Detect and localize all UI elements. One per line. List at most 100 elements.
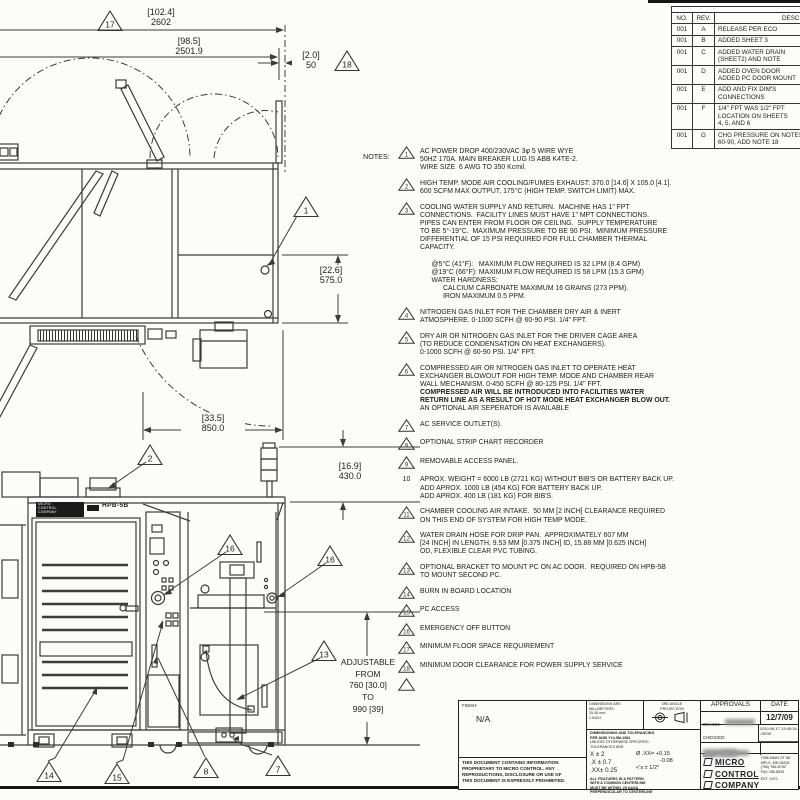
plan-arrowheads — [143, 27, 341, 433]
dim-bracket: [16.9] — [338, 461, 362, 471]
tolerance-footer: ALL FEATURES IN A PATTERN WITH A COMMON … — [590, 776, 653, 795]
dim-bracket: [33.5] — [201, 413, 225, 423]
note-triangle-icon: 15 — [398, 604, 415, 618]
front-arrowheads — [92, 439, 370, 745]
note-text: CHAMBER COOLING AIR INTAKE. 50 MM [2 INC… — [420, 508, 665, 524]
svg-text:7: 7 — [276, 765, 281, 775]
note-triangle-icon: 3 — [398, 201, 415, 215]
svg-text:9: 9 — [405, 463, 409, 469]
svg-text:15: 15 — [112, 773, 122, 783]
svg-text:11: 11 — [403, 513, 410, 519]
brand-line: MICRO — [38, 502, 51, 506]
col-header-no: NO. — [672, 13, 693, 24]
callout-15: 15 — [104, 763, 130, 785]
callout-16-right: 16 — [317, 545, 343, 567]
note-item-16: 16 EMERGENCY OFF BUTTON — [398, 622, 690, 636]
dim-body-width: [98.5] 2501.9 — [152, 36, 226, 57]
svg-text:16: 16 — [225, 544, 235, 554]
note-item-4: 4 NITROGEN GAS INLET FOR THE CHAMBER DRY … — [398, 306, 690, 325]
svg-text:13: 13 — [403, 569, 410, 575]
note-triangle-icon: 13 — [398, 562, 415, 575]
tolerance-header: DIMENSIONING AND TOLERANCING PER ANSI Y1… — [590, 731, 655, 740]
note-text: HIGH TEMP. MODE AIR COOLING/FUMES EXHAUS… — [420, 179, 672, 196]
note-text: AC SERVICE OUTLET(S). — [420, 420, 502, 428]
proprietary-text: THIS DOCUMENT CONTAINS INFORMATION PROPR… — [462, 760, 566, 783]
company-address-block: 7956 MAIN ST NE MPLS, MN 55432 (763) 786… — [760, 754, 800, 789]
svg-text:5: 5 — [405, 337, 409, 343]
machine-brand-label: MICRO CONTROL COMPANY — [36, 502, 84, 517]
finish-cell: FINISH: N/A — [459, 701, 587, 758]
front-view — [0, 430, 420, 764]
svg-text:16: 16 — [403, 629, 410, 635]
signature-redacted — [724, 718, 755, 725]
note-text: COMPRESSED AIR OR NITROGEN GAS INLET TO … — [420, 364, 671, 413]
svg-text:7: 7 — [405, 426, 409, 432]
floor-pads — [8, 742, 274, 747]
approvals-header: APPROVALS — [701, 701, 761, 711]
note-number: 10 — [402, 476, 411, 484]
company-est: EST. 1972 — [760, 776, 778, 781]
sheet-border-bottom — [0, 786, 800, 789]
svg-text:18: 18 — [403, 666, 410, 672]
svg-text:13: 13 — [319, 650, 329, 660]
note-item-19 — [398, 678, 690, 692]
company-word: COMPANY — [715, 780, 760, 790]
units-note: DIMENSIONS ARE MILLIMETERS. 25.40 mm 1 I… — [589, 702, 621, 720]
note-text: EMERGENCY OFF BUTTON — [420, 624, 511, 632]
callout-16-left: 16 — [217, 534, 243, 556]
svg-text:17: 17 — [403, 648, 410, 654]
note-triangle-icon: 6 — [398, 362, 415, 376]
note-text: NITROGEN GAS INLET FOR THE CHAMBER DRY A… — [420, 308, 621, 325]
brand-line: CONTROL — [38, 505, 57, 510]
svg-text:8: 8 — [405, 444, 409, 450]
checked-label: CHECKED: — [703, 735, 726, 740]
svg-text:15: 15 — [403, 611, 410, 617]
svg-text:2: 2 — [148, 454, 153, 464]
logo-icon — [703, 781, 713, 789]
note-triangle-icon: 7 — [398, 418, 415, 432]
dim-bracket: [2.0] — [302, 50, 320, 60]
plan-view — [0, 25, 348, 440]
revision-table-top-strip — [672, 7, 800, 13]
col-header-rev: REV. — [693, 13, 715, 24]
tol-angle: <'s ± 1/2° — [636, 765, 660, 772]
callout-14: 14 — [36, 761, 62, 783]
sheet-border-top — [648, 0, 800, 3]
note-triangle-icon: 2 — [398, 177, 415, 191]
note-item-6: 6 COMPRESSED AIR OR NITROGEN GAS INLET TO… — [398, 362, 690, 414]
note-triangle-icon: 17 — [398, 641, 415, 655]
dim-bracket: [98.5] — [177, 36, 201, 46]
callout-8: 8 — [193, 757, 219, 779]
finish-label: FINISH: — [462, 703, 478, 708]
tol-x: X ± 2 — [590, 750, 605, 758]
tol-x2: .XX± 0.25 — [590, 767, 618, 775]
note-text: DRY AIR OR NITROGEN GAS INLET FOR THE DR… — [420, 332, 638, 356]
note-triangle-icon: 12 — [398, 530, 415, 543]
units-cell: DIMENSIONS ARE MILLIMETERS. 25.40 mm 1 I… — [587, 701, 644, 730]
tol-x1: .X ± 0.7 — [590, 758, 612, 766]
dim-door-width: [33.5] 850.0 — [181, 413, 245, 434]
svg-text:4: 4 — [405, 313, 409, 319]
tol-diameter-2: -0.08 — [660, 757, 673, 764]
note-item-7: 7 AC SERVICE OUTLET(S). — [398, 418, 690, 432]
note-triangle-icon: 1 — [398, 146, 415, 159]
dim-overall-width: [102.4] 2602 — [124, 7, 198, 28]
third-angle-projection-icon — [652, 712, 688, 724]
dim-door-gap: [2.0] 50 — [292, 50, 330, 71]
note-triangle-icon: 11 — [398, 506, 415, 520]
callout-7: 7 — [265, 755, 291, 777]
revision-header-row: NO. REV. DESCRIPTION — [672, 13, 800, 25]
dim-value: 430.0 — [338, 471, 362, 482]
callout-2: 2 — [137, 444, 163, 466]
drawn-label: DRAWN: — [703, 722, 721, 727]
brand-badge — [87, 505, 99, 511]
adjustable-height-note: ADJUSTABLE FROM 760 [30.0] TO 990 [39] — [330, 657, 406, 716]
